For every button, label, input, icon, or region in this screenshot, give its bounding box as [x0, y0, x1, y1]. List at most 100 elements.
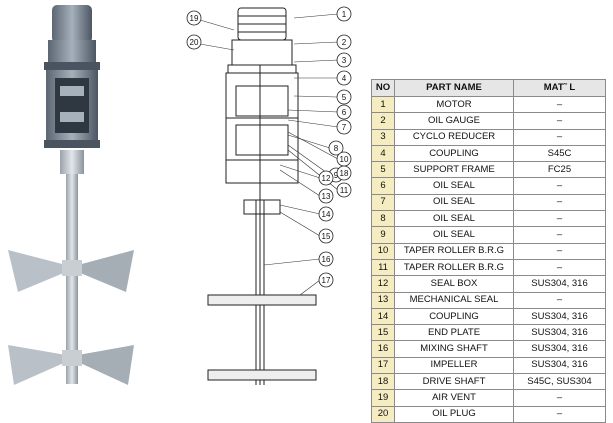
callout-label: 9	[334, 171, 339, 180]
callout-circle	[318, 188, 334, 204]
callout-circle	[336, 119, 352, 135]
part-name-cell: SUPPORT FRAME	[394, 161, 514, 179]
material-cell: –	[513, 226, 606, 244]
callout-label: 8	[334, 144, 339, 153]
callout-label: 4	[342, 74, 347, 83]
part-number-cell: 5	[371, 161, 395, 179]
part-name-cell: AIR VENT	[394, 389, 514, 407]
material-cell: S45C, SUS304	[513, 373, 606, 391]
callout-label: 18	[340, 169, 349, 178]
part-number-cell: 19	[371, 389, 395, 407]
part-name-cell: MECHANICAL SEAL	[394, 291, 514, 309]
part-name-cell: IMPELLER	[394, 356, 514, 375]
callout-circle	[318, 170, 334, 186]
part-number-cell: 9	[371, 226, 395, 244]
part-name-cell: OIL SEAL	[394, 177, 514, 195]
part-name-cell: DRIVE SHAFT	[394, 373, 514, 391]
callout-label: 15	[322, 232, 331, 241]
part-number-cell: 1	[371, 95, 395, 114]
callout-label: 5	[342, 93, 347, 102]
part-name-cell: TAPER ROLLER B.R.G	[394, 242, 514, 260]
callout-circle	[336, 104, 352, 120]
part-name-cell: MOTOR	[394, 95, 514, 114]
part-name-cell: MIXING SHAFT	[394, 340, 514, 358]
header-part-name: PART NAME	[394, 79, 514, 97]
material-cell: –	[513, 177, 606, 195]
part-number-cell: 4	[371, 144, 395, 163]
part-name-cell: COUPLING	[394, 307, 514, 326]
callout-label: 3	[342, 56, 347, 65]
part-number-cell: 17	[371, 356, 395, 375]
material-cell: SUS304, 316	[513, 275, 606, 293]
callout-circle	[336, 165, 352, 181]
callout-circle	[186, 10, 202, 26]
callout-circle	[318, 251, 334, 267]
header-material: MAT˜ L	[513, 79, 606, 97]
table-header-row: NO PART NAME MAT˜ L	[371, 79, 606, 97]
material-cell: SUS304, 316	[513, 307, 606, 326]
material-cell: –	[513, 405, 606, 423]
header-no: NO	[371, 79, 395, 97]
part-number-cell: 6	[371, 177, 395, 195]
part-name-cell: SEAL BOX	[394, 275, 514, 293]
part-number-cell: 3	[371, 128, 395, 146]
callout-label: 16	[322, 255, 331, 264]
part-number-cell: 8	[371, 210, 395, 228]
callout-circle	[318, 272, 334, 288]
callout-label: 20	[190, 38, 199, 47]
part-number-cell: 18	[371, 373, 395, 391]
material-cell: SUS304, 316	[513, 356, 606, 375]
part-number-cell: 2	[371, 112, 395, 130]
callout-circle	[336, 6, 352, 22]
callout-label: 2	[342, 38, 347, 47]
callout-circle	[318, 206, 334, 222]
part-number-cell: 14	[371, 307, 395, 326]
callout-label: 1	[342, 10, 347, 19]
part-name-cell: COUPLING	[394, 144, 514, 163]
callout-label: 17	[322, 276, 331, 285]
callout-label: 14	[322, 210, 331, 219]
part-name-cell: OIL SEAL	[394, 210, 514, 228]
callout-circle	[336, 182, 352, 198]
part-name-cell: OIL SEAL	[394, 226, 514, 244]
material-cell: –	[513, 128, 606, 146]
callout-circle	[186, 34, 202, 50]
callout-label: 19	[190, 14, 199, 23]
material-cell: –	[513, 389, 606, 407]
part-number-cell: 10	[371, 242, 395, 260]
part-number-cell: 12	[371, 275, 395, 293]
agitator-photo	[8, 5, 134, 385]
material-cell: –	[513, 242, 606, 260]
part-name-cell: TAPER ROLLER B.R.G	[394, 258, 514, 277]
material-cell: –	[513, 258, 606, 277]
part-number-cell: 7	[371, 193, 395, 212]
material-cell: SUS304, 316	[513, 340, 606, 358]
part-number-cell: 16	[371, 340, 395, 358]
callout-circle	[336, 52, 352, 68]
callout-circle	[318, 228, 334, 244]
material-cell: S45C	[513, 144, 606, 163]
callout-circle	[336, 89, 352, 105]
part-name-cell: OIL PLUG	[394, 405, 514, 423]
material-cell: –	[513, 193, 606, 212]
part-name-cell: OIL GAUGE	[394, 112, 514, 130]
part-number-cell: 11	[371, 258, 395, 277]
material-cell: –	[513, 112, 606, 130]
material-cell: SUS304, 316	[513, 324, 606, 342]
callout-label: 12	[322, 174, 331, 183]
